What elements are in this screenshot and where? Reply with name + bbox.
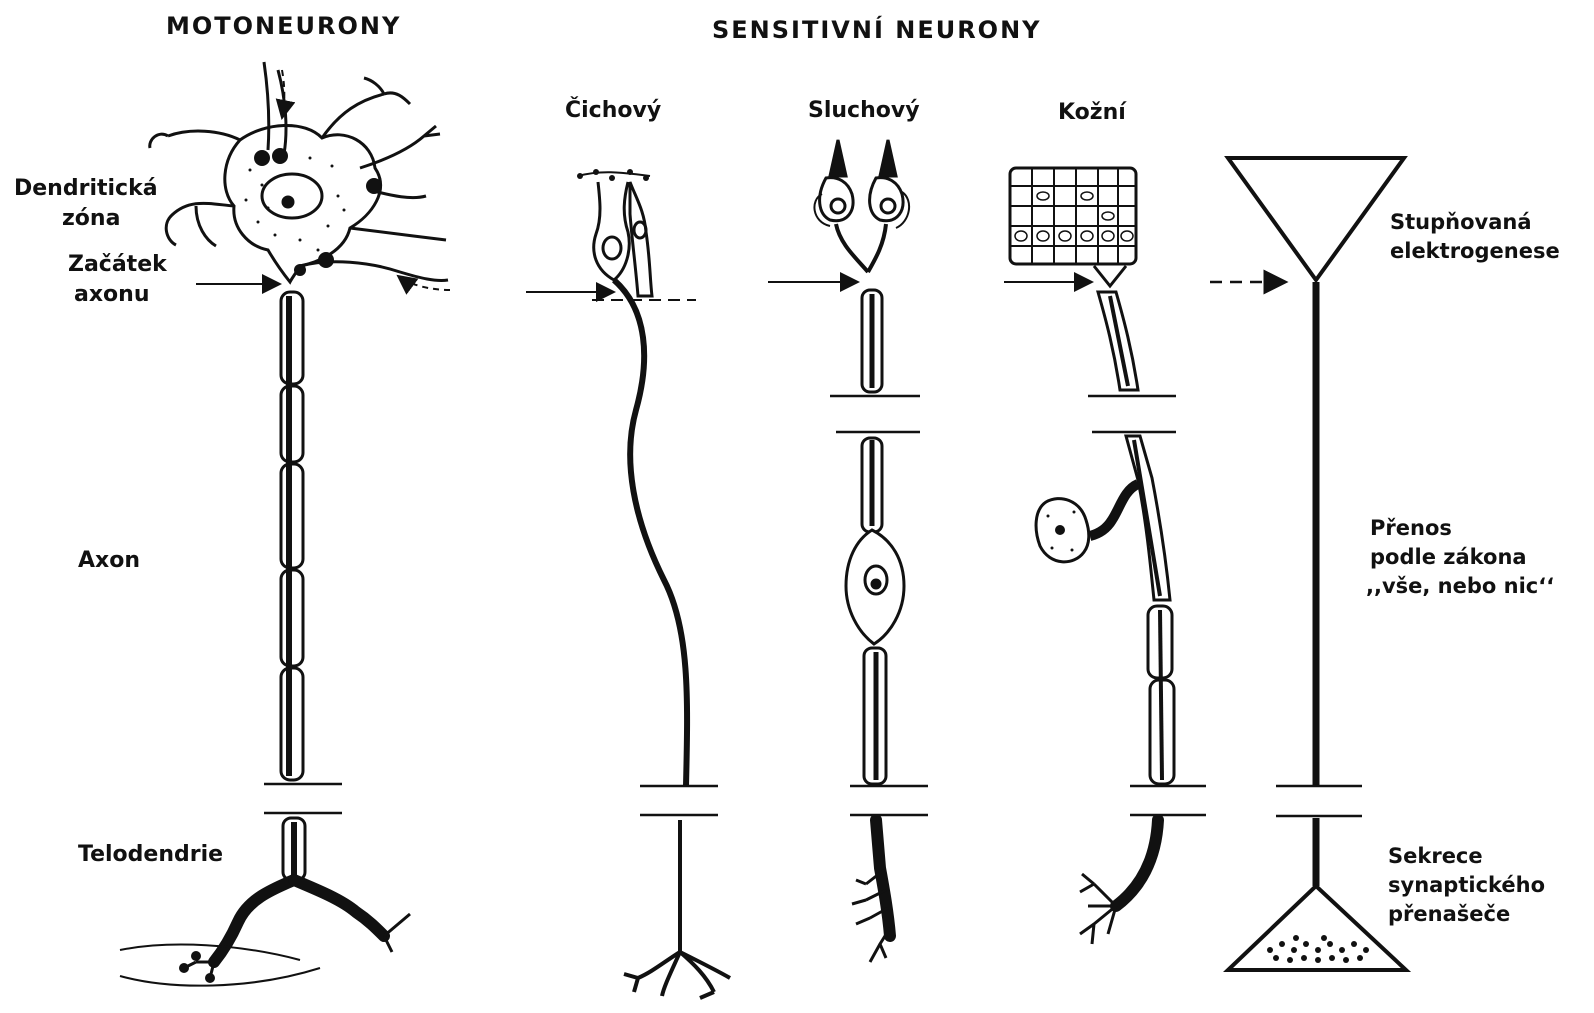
auditory-neuron: [768, 140, 928, 962]
column-cutaneous: Kožní: [1058, 100, 1126, 125]
label-transmitter-secretion: Sekrece synaptického přenašeče: [1388, 842, 1545, 929]
heading-motor-neurons: MOTONEURONY: [166, 12, 401, 40]
label-dendritic-zone: Dendritická zóna: [14, 174, 158, 234]
column-auditory: Sluchový: [808, 98, 920, 123]
label-telodendria: Telodendrie: [78, 840, 223, 870]
olfactory-neuron: [526, 169, 730, 998]
label-axon-start: Začátek axonu: [68, 250, 167, 310]
column-olfactory: Čichový: [565, 98, 661, 123]
label-axon: Axon: [78, 546, 140, 576]
motor-nucleus: [262, 174, 322, 218]
label-graded-electrogenesis: Stupňovaná elektrogenese: [1390, 208, 1560, 266]
cutaneous-neuron: [1004, 168, 1206, 944]
label-all-or-none: Přenos podle zákona ,,vše, nebo nic‘‘: [1366, 514, 1554, 601]
heading-sensory-neurons: SENSITIVNÍ NEURONY: [712, 16, 1042, 44]
